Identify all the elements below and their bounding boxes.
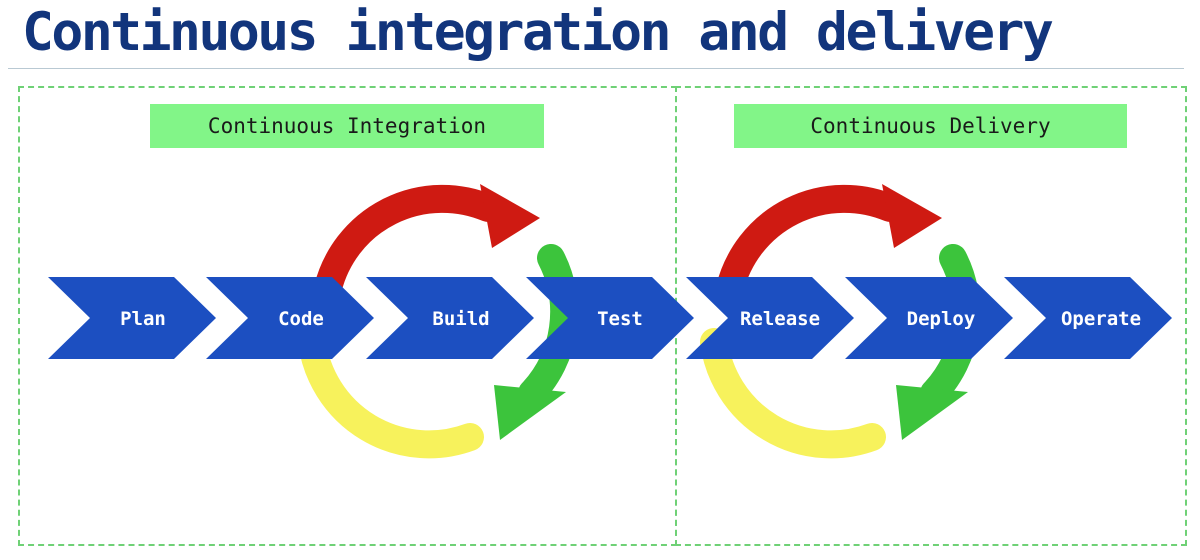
stage-operate-label: Operate bbox=[1061, 308, 1141, 330]
stage-code-chevron bbox=[206, 277, 374, 359]
cd-cycle-green-arrowhead bbox=[896, 385, 968, 440]
cd-cycle-yellow-arc bbox=[700, 328, 886, 459]
stage-operate: Operate bbox=[1004, 277, 1172, 359]
stage-release: Release bbox=[686, 277, 854, 359]
ci-cycle-red-arrowhead bbox=[480, 184, 540, 248]
cd-cycle-red-arrowhead bbox=[882, 184, 942, 248]
stage-deploy-label: Deploy bbox=[907, 308, 976, 330]
stage-code: Code bbox=[206, 277, 374, 359]
stage-test-chevron bbox=[526, 277, 694, 359]
stage-test: Test bbox=[526, 277, 694, 359]
stage-build-chevron bbox=[366, 277, 534, 359]
title-divider bbox=[8, 68, 1184, 69]
stage-build-label: Build bbox=[432, 308, 489, 330]
stage-code-label: Code bbox=[278, 308, 324, 330]
stage-plan-label: Plan bbox=[120, 308, 166, 330]
stage-deploy-chevron bbox=[845, 277, 1013, 359]
ci-cycle-green-arrowhead bbox=[494, 385, 566, 440]
stage-build: Build bbox=[366, 277, 534, 359]
ci-cycle-yellow-arc bbox=[298, 328, 484, 459]
page-title: Continuous integration and delivery bbox=[22, 2, 1054, 63]
ci-cycle-red-arc bbox=[314, 184, 502, 302]
stage-test-label: Test bbox=[597, 308, 643, 330]
stage-release-label: Release bbox=[740, 308, 820, 330]
continuous-integration-label: Continuous Integration bbox=[150, 104, 544, 148]
cd-cycle-red-arc bbox=[716, 184, 904, 302]
stage-operate-chevron bbox=[1004, 277, 1172, 359]
stage-plan-chevron bbox=[48, 277, 216, 359]
stage-release-chevron bbox=[686, 277, 854, 359]
continuous-delivery-label: Continuous Delivery bbox=[734, 104, 1127, 148]
stage-deploy: Deploy bbox=[845, 277, 1013, 359]
stage-plan: Plan bbox=[48, 277, 216, 359]
